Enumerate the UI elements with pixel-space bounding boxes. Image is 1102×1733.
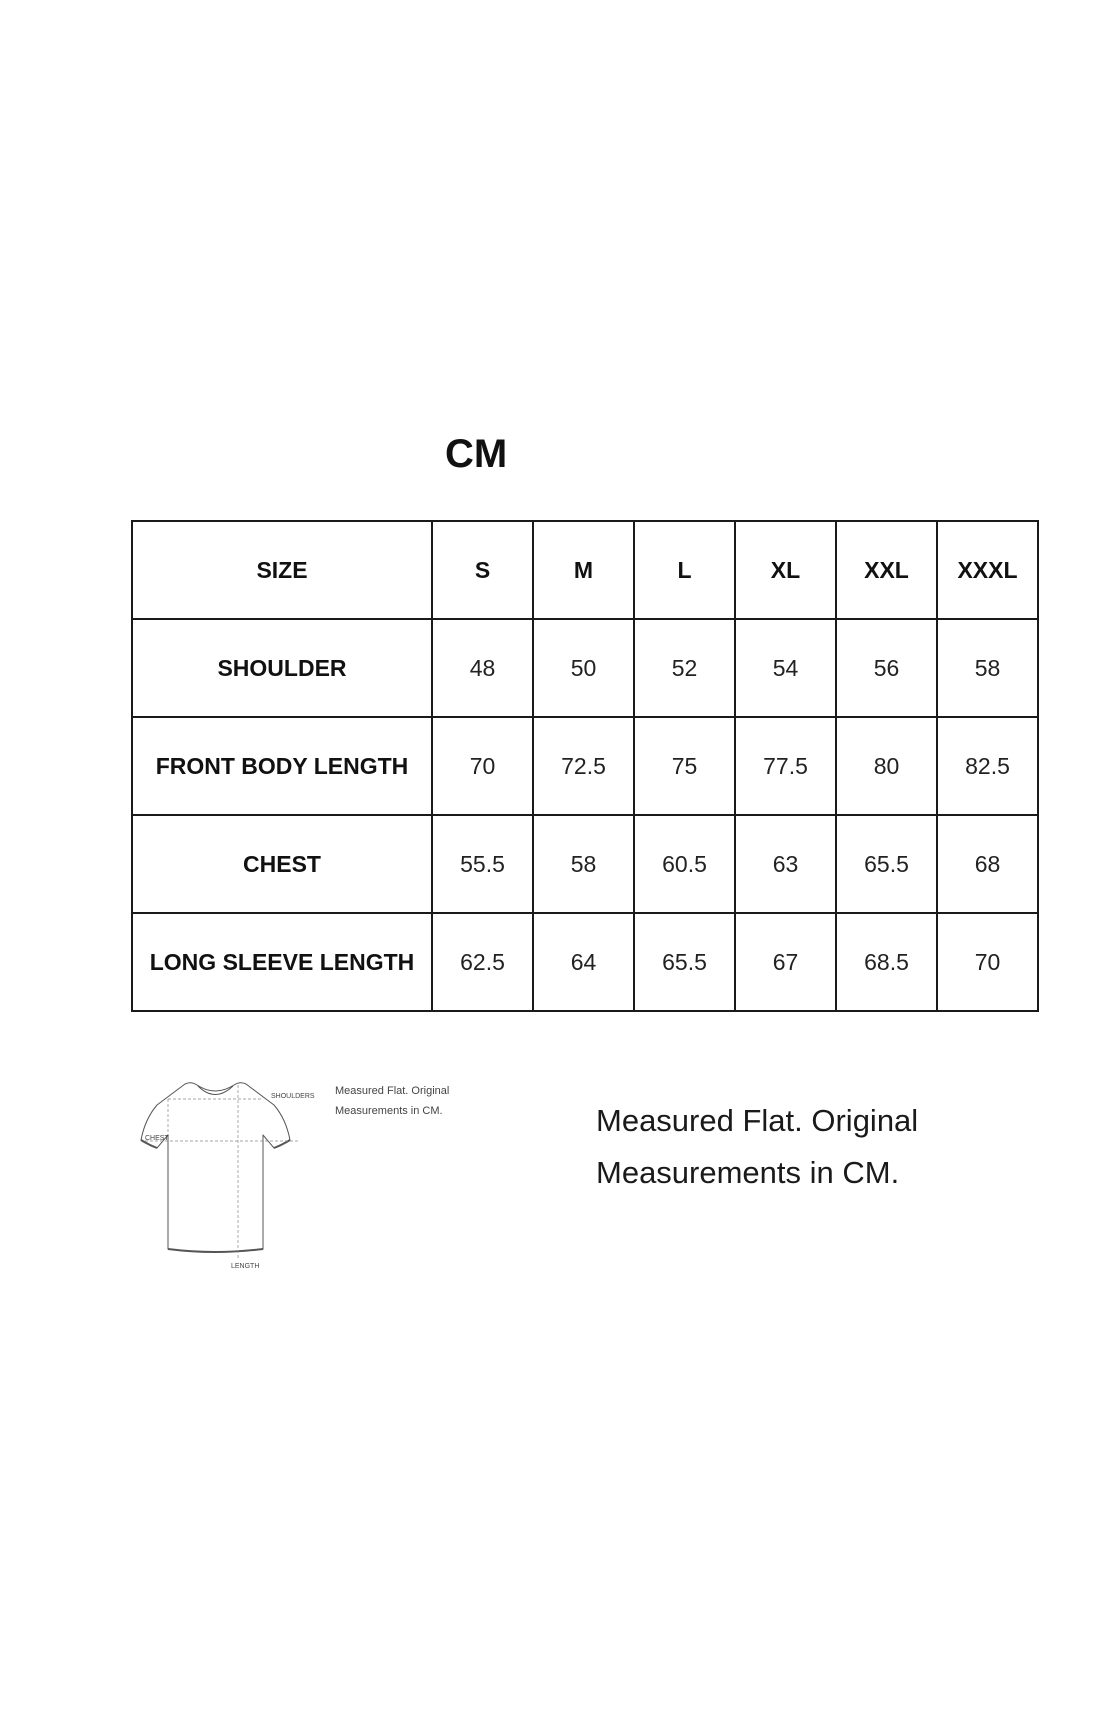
header-size-xl: XL (734, 520, 837, 620)
table-cell: 62.5 (431, 912, 534, 1012)
row-label-chest: CHEST (131, 814, 433, 914)
table-cell: 72.5 (532, 716, 635, 816)
table-cell: 56 (835, 618, 938, 718)
diagram-note-line2: Measurements in CM. (335, 1105, 443, 1117)
unit-title: CM (445, 432, 508, 476)
table-row: CHEST 55.5 58 60.5 63 65.5 68 (131, 814, 1039, 914)
table-row: LONG SLEEVE LENGTH 62.5 64 65.5 67 68.5 … (131, 912, 1039, 1012)
table-cell: 58 (532, 814, 635, 914)
header-size-l: L (633, 520, 736, 620)
row-label-shoulder: SHOULDER (131, 618, 433, 718)
table-cell: 68 (936, 814, 1039, 914)
table-cell: 48 (431, 618, 534, 718)
tshirt-icon (140, 1082, 291, 1253)
measurement-guides (145, 1085, 300, 1259)
table-cell: 63 (734, 814, 837, 914)
measurement-note: Measured Flat. Original Measurements in … (596, 1095, 1066, 1199)
row-label-front-body-length: FRONT BODY LENGTH (131, 716, 433, 816)
table-cell: 75 (633, 716, 736, 816)
shoulders-label: SHOULDERS (271, 1093, 315, 1100)
table-cell: 58 (936, 618, 1039, 718)
chest-label: CHEST (145, 1135, 169, 1142)
table-cell: 70 (936, 912, 1039, 1012)
length-label: LENGTH (231, 1263, 259, 1270)
table-row: SHOULDER 48 50 52 54 56 58 (131, 618, 1039, 718)
table-cell: 65.5 (633, 912, 736, 1012)
diagram-note-line1: Measured Flat. Original (335, 1085, 449, 1097)
table-cell: 65.5 (835, 814, 938, 914)
table-cell: 54 (734, 618, 837, 718)
table-cell: 67 (734, 912, 837, 1012)
header-size-xxl: XXL (835, 520, 938, 620)
measurement-note-line2: Measurements in CM. (596, 1155, 900, 1190)
table-cell: 50 (532, 618, 635, 718)
measurement-note-line1: Measured Flat. Original (596, 1103, 919, 1138)
table-cell: 77.5 (734, 716, 837, 816)
tshirt-measurement-diagram: SHOULDERS CHEST LENGTH Measured Flat. Or… (140, 1082, 449, 1270)
table-cell: 68.5 (835, 912, 938, 1012)
table-cell: 82.5 (936, 716, 1039, 816)
header-size-s: S (431, 520, 534, 620)
table-cell: 64 (532, 912, 635, 1012)
size-chart-table: SIZE S M L XL XXL XXXL SHOULDER 48 50 52… (131, 520, 1039, 1012)
table-cell: 52 (633, 618, 736, 718)
table-cell: 70 (431, 716, 534, 816)
row-label-long-sleeve-length: LONG SLEEVE LENGTH (131, 912, 433, 1012)
table-cell: 80 (835, 716, 938, 816)
header-size-m: M (532, 520, 635, 620)
header-size-xxxl: XXXL (936, 520, 1039, 620)
table-header-row: SIZE S M L XL XXL XXXL (131, 520, 1039, 620)
header-size-label: SIZE (131, 520, 433, 620)
table-cell: 55.5 (431, 814, 534, 914)
table-row: FRONT BODY LENGTH 70 72.5 75 77.5 80 82.… (131, 716, 1039, 816)
table-cell: 60.5 (633, 814, 736, 914)
